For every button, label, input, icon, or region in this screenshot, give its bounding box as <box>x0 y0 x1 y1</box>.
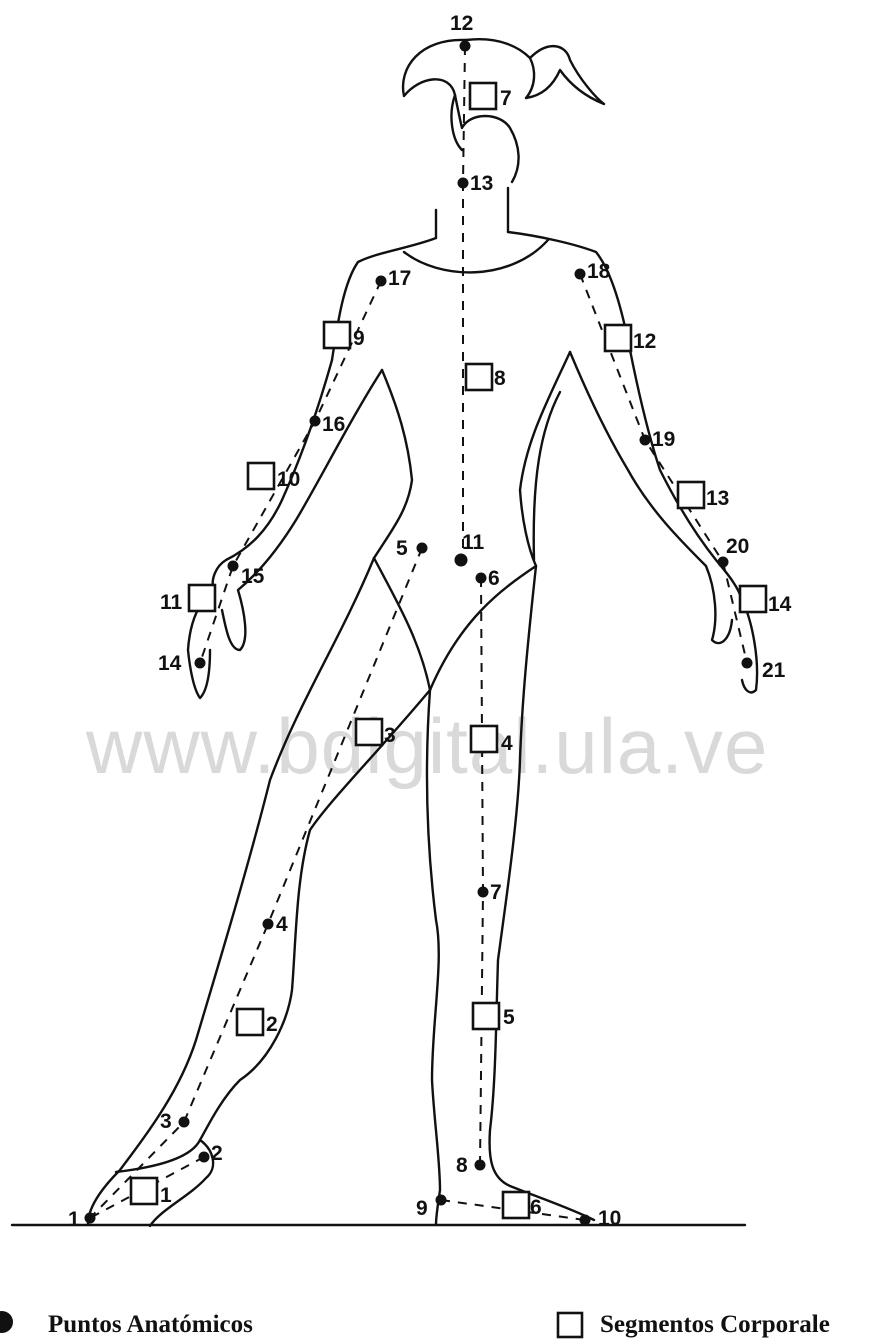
point-label: 5 <box>396 537 408 560</box>
legend-anatomical-points: Puntos Anatómicos <box>48 1311 253 1338</box>
legend-body-segments: Segmentos Corporale <box>600 1311 830 1338</box>
anatomical-point: 17 <box>376 267 412 290</box>
body-segment-marker: 3 <box>356 719 396 747</box>
anatomical-point: 10 <box>580 1207 622 1230</box>
anatomical-points: 1 2 3 4 5 6 7 8 9 10 11 12 13 14 15 16 1… <box>68 12 786 1231</box>
segment-legend-icon <box>558 1313 582 1337</box>
anatomical-point: 19 <box>640 428 676 451</box>
point-label: 19 <box>652 428 675 451</box>
point-label: 20 <box>726 535 749 558</box>
anatomical-point: 14 <box>158 652 206 675</box>
anatomical-point: 3 <box>160 1110 190 1133</box>
body-segment-marker: 10 <box>248 463 300 491</box>
body-segment-marker: 7 <box>470 83 512 110</box>
segment-label: 10 <box>277 468 300 491</box>
point-label: 8 <box>456 1154 468 1177</box>
body-segments: 1 2 3 4 5 6 7 8 9 10 11 12 13 14 <box>131 83 792 1219</box>
segment-label: 9 <box>353 327 365 350</box>
anatomical-point: 4 <box>263 913 289 936</box>
point-label: 16 <box>322 413 345 436</box>
segment-label: 2 <box>266 1013 278 1036</box>
segment-axes <box>90 46 747 1220</box>
body-segment-marker: 13 <box>678 482 729 510</box>
anatomical-point: 13 <box>458 172 494 195</box>
segment-label: 1 <box>160 1184 172 1207</box>
point-label: 18 <box>587 260 611 283</box>
segment-label: 12 <box>633 330 656 353</box>
legend: Puntos Anatómicos Segmentos Corporale <box>0 1311 830 1338</box>
anatomical-point: 7 <box>478 881 502 904</box>
anatomical-point: 12 <box>450 12 473 52</box>
point-label: 13 <box>470 172 493 195</box>
body-segment-marker: 6 <box>503 1192 542 1219</box>
point-label: 6 <box>488 567 500 590</box>
body-outline <box>12 39 757 1226</box>
point-label: 11 <box>462 531 485 554</box>
body-segment-marker: 5 <box>473 1003 515 1029</box>
point-label: 17 <box>388 267 411 290</box>
anatomical-point: 16 <box>310 413 346 436</box>
body-segment-marker: 1 <box>131 1178 172 1207</box>
point-label: 21 <box>762 659 786 682</box>
body-segment-marker: 11 <box>160 585 215 614</box>
segment-label: 5 <box>503 1006 515 1029</box>
anatomical-point: 5 <box>396 537 428 560</box>
anatomical-point: 21 <box>742 658 786 683</box>
body-segment-marker: 12 <box>605 325 656 353</box>
segment-label: 13 <box>706 487 729 510</box>
point-label: 12 <box>450 12 473 35</box>
anatomical-point: 15 <box>228 561 265 589</box>
point-label: 1 <box>68 1208 80 1231</box>
anatomical-point: 18 <box>575 260 611 283</box>
segment-label: 8 <box>494 367 506 390</box>
segment-label: 11 <box>160 591 183 614</box>
body-segment-marker: 2 <box>237 1009 278 1036</box>
anatomical-point: 2 <box>199 1142 223 1165</box>
point-legend-icon <box>0 1311 13 1333</box>
point-label: 4 <box>276 913 288 936</box>
point-label: 10 <box>598 1207 621 1230</box>
segment-label: 7 <box>500 87 512 110</box>
segment-label: 3 <box>384 724 396 747</box>
point-label: 9 <box>416 1197 428 1220</box>
segment-label: 6 <box>530 1196 542 1219</box>
body-segment-marker: 9 <box>324 322 365 350</box>
point-label: 7 <box>490 881 502 904</box>
body-segment-marker: 14 <box>740 586 792 616</box>
segment-label: 14 <box>768 593 792 616</box>
point-label: 3 <box>160 1110 172 1133</box>
point-label: 15 <box>241 565 265 588</box>
anatomical-point: 9 <box>416 1195 447 1221</box>
anatomical-point: 20 <box>718 535 750 568</box>
point-label: 2 <box>211 1142 223 1165</box>
point-label: 14 <box>158 652 182 675</box>
anatomical-point: 6 <box>476 567 500 590</box>
segment-label: 4 <box>501 732 513 755</box>
anatomical-point: 11 <box>455 531 485 567</box>
body-segment-marker: 8 <box>466 364 506 390</box>
